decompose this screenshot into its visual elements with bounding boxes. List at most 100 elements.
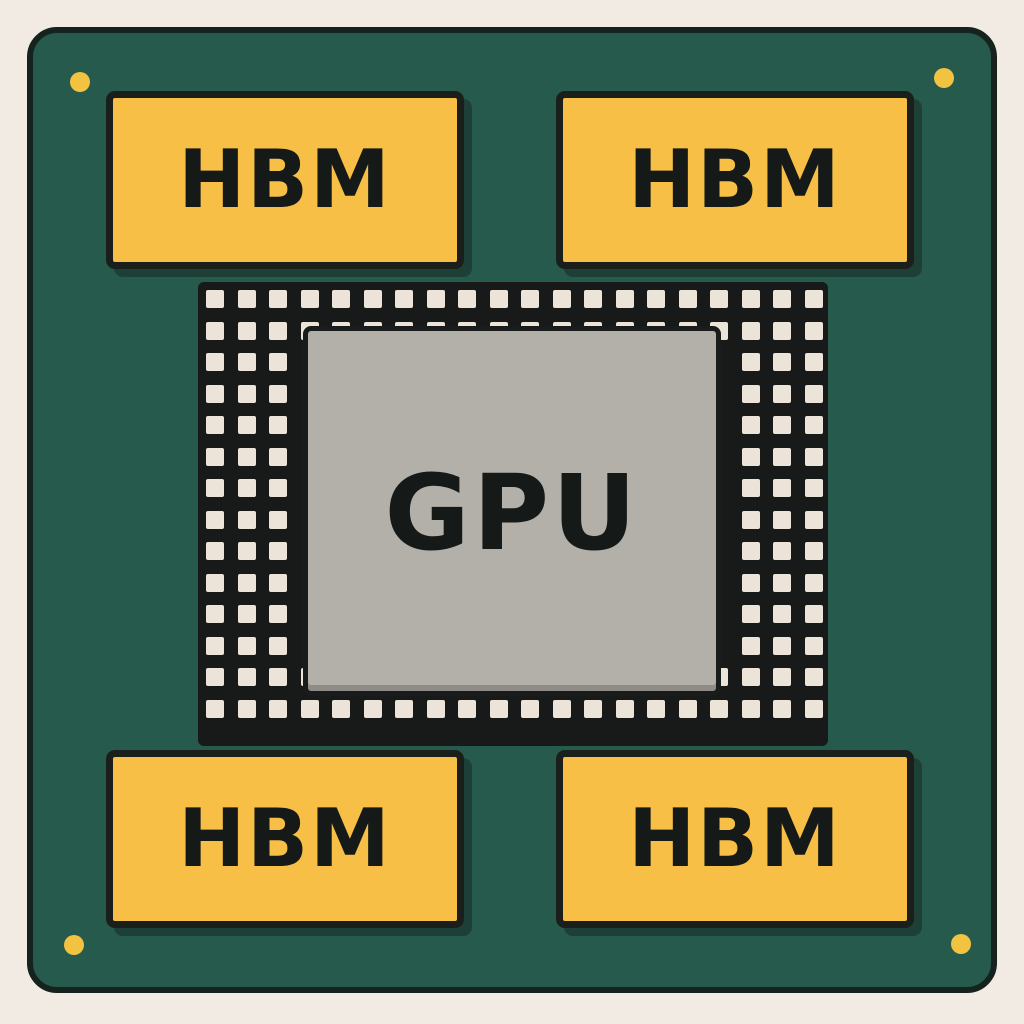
- contact-pad: [206, 605, 224, 623]
- contact-pad: [773, 699, 791, 718]
- contact-pad: [741, 699, 760, 718]
- contact-pad: [269, 510, 287, 529]
- contact-pad: [237, 353, 256, 371]
- contact-pad: [269, 605, 287, 623]
- contact-pad: [206, 699, 224, 718]
- contact-pad: [237, 605, 256, 623]
- contact-pad: [206, 573, 224, 592]
- contact-pad: [773, 542, 791, 560]
- contact-pad: [804, 636, 823, 655]
- contact-pad: [237, 321, 256, 340]
- contact-pad: [773, 353, 791, 371]
- hbm-label: HBM: [628, 133, 842, 226]
- contact-pad: [206, 290, 224, 308]
- contact-pad: [237, 447, 256, 466]
- contact-pad: [332, 699, 350, 718]
- contact-pad: [741, 668, 760, 686]
- hbm-module-bottom-right: HBM: [556, 750, 914, 928]
- contact-pad: [741, 636, 760, 655]
- contact-pad: [363, 699, 382, 718]
- mounting-hole-bottom-left: [64, 935, 84, 955]
- contact-pad: [237, 479, 256, 497]
- contact-pad: [741, 290, 760, 308]
- contact-pad: [773, 510, 791, 529]
- contact-pad: [269, 416, 287, 434]
- contact-pad: [804, 510, 823, 529]
- contact-pad: [426, 290, 445, 308]
- hbm-module-top-right: HBM: [556, 91, 914, 269]
- contact-pad: [269, 542, 287, 560]
- contact-pad: [521, 290, 539, 308]
- contact-pad: [552, 290, 571, 308]
- contact-pad: [269, 321, 287, 340]
- contact-pad: [804, 321, 823, 340]
- contact-pad: [395, 290, 413, 308]
- hbm-module-top-left: HBM: [106, 91, 464, 269]
- contact-pad: [237, 416, 256, 434]
- contact-pad: [206, 510, 224, 529]
- mounting-hole-top-left: [70, 72, 90, 92]
- contact-pad: [332, 290, 350, 308]
- contact-pad: [269, 479, 287, 497]
- contact-pad: [206, 479, 224, 497]
- contact-pad: [804, 542, 823, 560]
- contact-pad: [678, 290, 697, 308]
- contact-pad: [647, 699, 665, 718]
- contact-pad: [237, 636, 256, 655]
- contact-pad: [584, 699, 602, 718]
- contact-pad: [741, 447, 760, 466]
- contact-pad: [773, 321, 791, 340]
- contact-pad: [615, 699, 634, 718]
- contact-pad: [741, 605, 760, 623]
- contact-pad: [206, 384, 224, 403]
- contact-pad: [206, 668, 224, 686]
- contact-pad: [300, 699, 319, 718]
- contact-pad: [237, 699, 256, 718]
- gpu-die: GPU: [303, 326, 721, 696]
- contact-pad: [773, 479, 791, 497]
- hbm-label: HBM: [178, 133, 392, 226]
- contact-pad: [269, 699, 287, 718]
- contact-pad: [773, 573, 791, 592]
- mounting-hole-bottom-right: [951, 934, 971, 954]
- mounting-hole-top-right: [934, 68, 954, 88]
- contact-pad: [804, 479, 823, 497]
- hbm-label: HBM: [178, 792, 392, 885]
- contact-pad: [741, 573, 760, 592]
- contact-pad: [552, 699, 571, 718]
- contact-pad: [710, 290, 728, 308]
- contact-pad: [269, 636, 287, 655]
- contact-pad: [741, 384, 760, 403]
- contact-pad: [237, 290, 256, 308]
- contact-pad: [206, 636, 224, 655]
- contact-pad: [300, 290, 319, 308]
- contact-pad: [741, 479, 760, 497]
- contact-pad: [773, 668, 791, 686]
- contact-pad: [741, 416, 760, 434]
- contact-pad: [426, 699, 445, 718]
- contact-pad: [269, 573, 287, 592]
- contact-pad: [647, 290, 665, 308]
- hbm-label: HBM: [628, 792, 842, 885]
- contact-pad: [773, 447, 791, 466]
- contact-pad: [269, 353, 287, 371]
- contact-pad: [489, 699, 508, 718]
- contact-pad: [741, 353, 760, 371]
- contact-pad: [804, 573, 823, 592]
- contact-pad: [489, 290, 508, 308]
- contact-pad: [804, 447, 823, 466]
- contact-pad: [521, 699, 539, 718]
- contact-pad: [458, 699, 476, 718]
- contact-pad: [773, 290, 791, 308]
- contact-pad: [804, 353, 823, 371]
- contact-pad: [773, 636, 791, 655]
- contact-pad: [804, 605, 823, 623]
- contact-pad: [741, 321, 760, 340]
- contact-pad: [395, 699, 413, 718]
- contact-pad: [584, 290, 602, 308]
- contact-pad: [237, 384, 256, 403]
- contact-pad: [804, 290, 823, 308]
- gpu-label: GPU: [384, 452, 640, 574]
- contact-pad: [269, 384, 287, 403]
- contact-pad: [773, 384, 791, 403]
